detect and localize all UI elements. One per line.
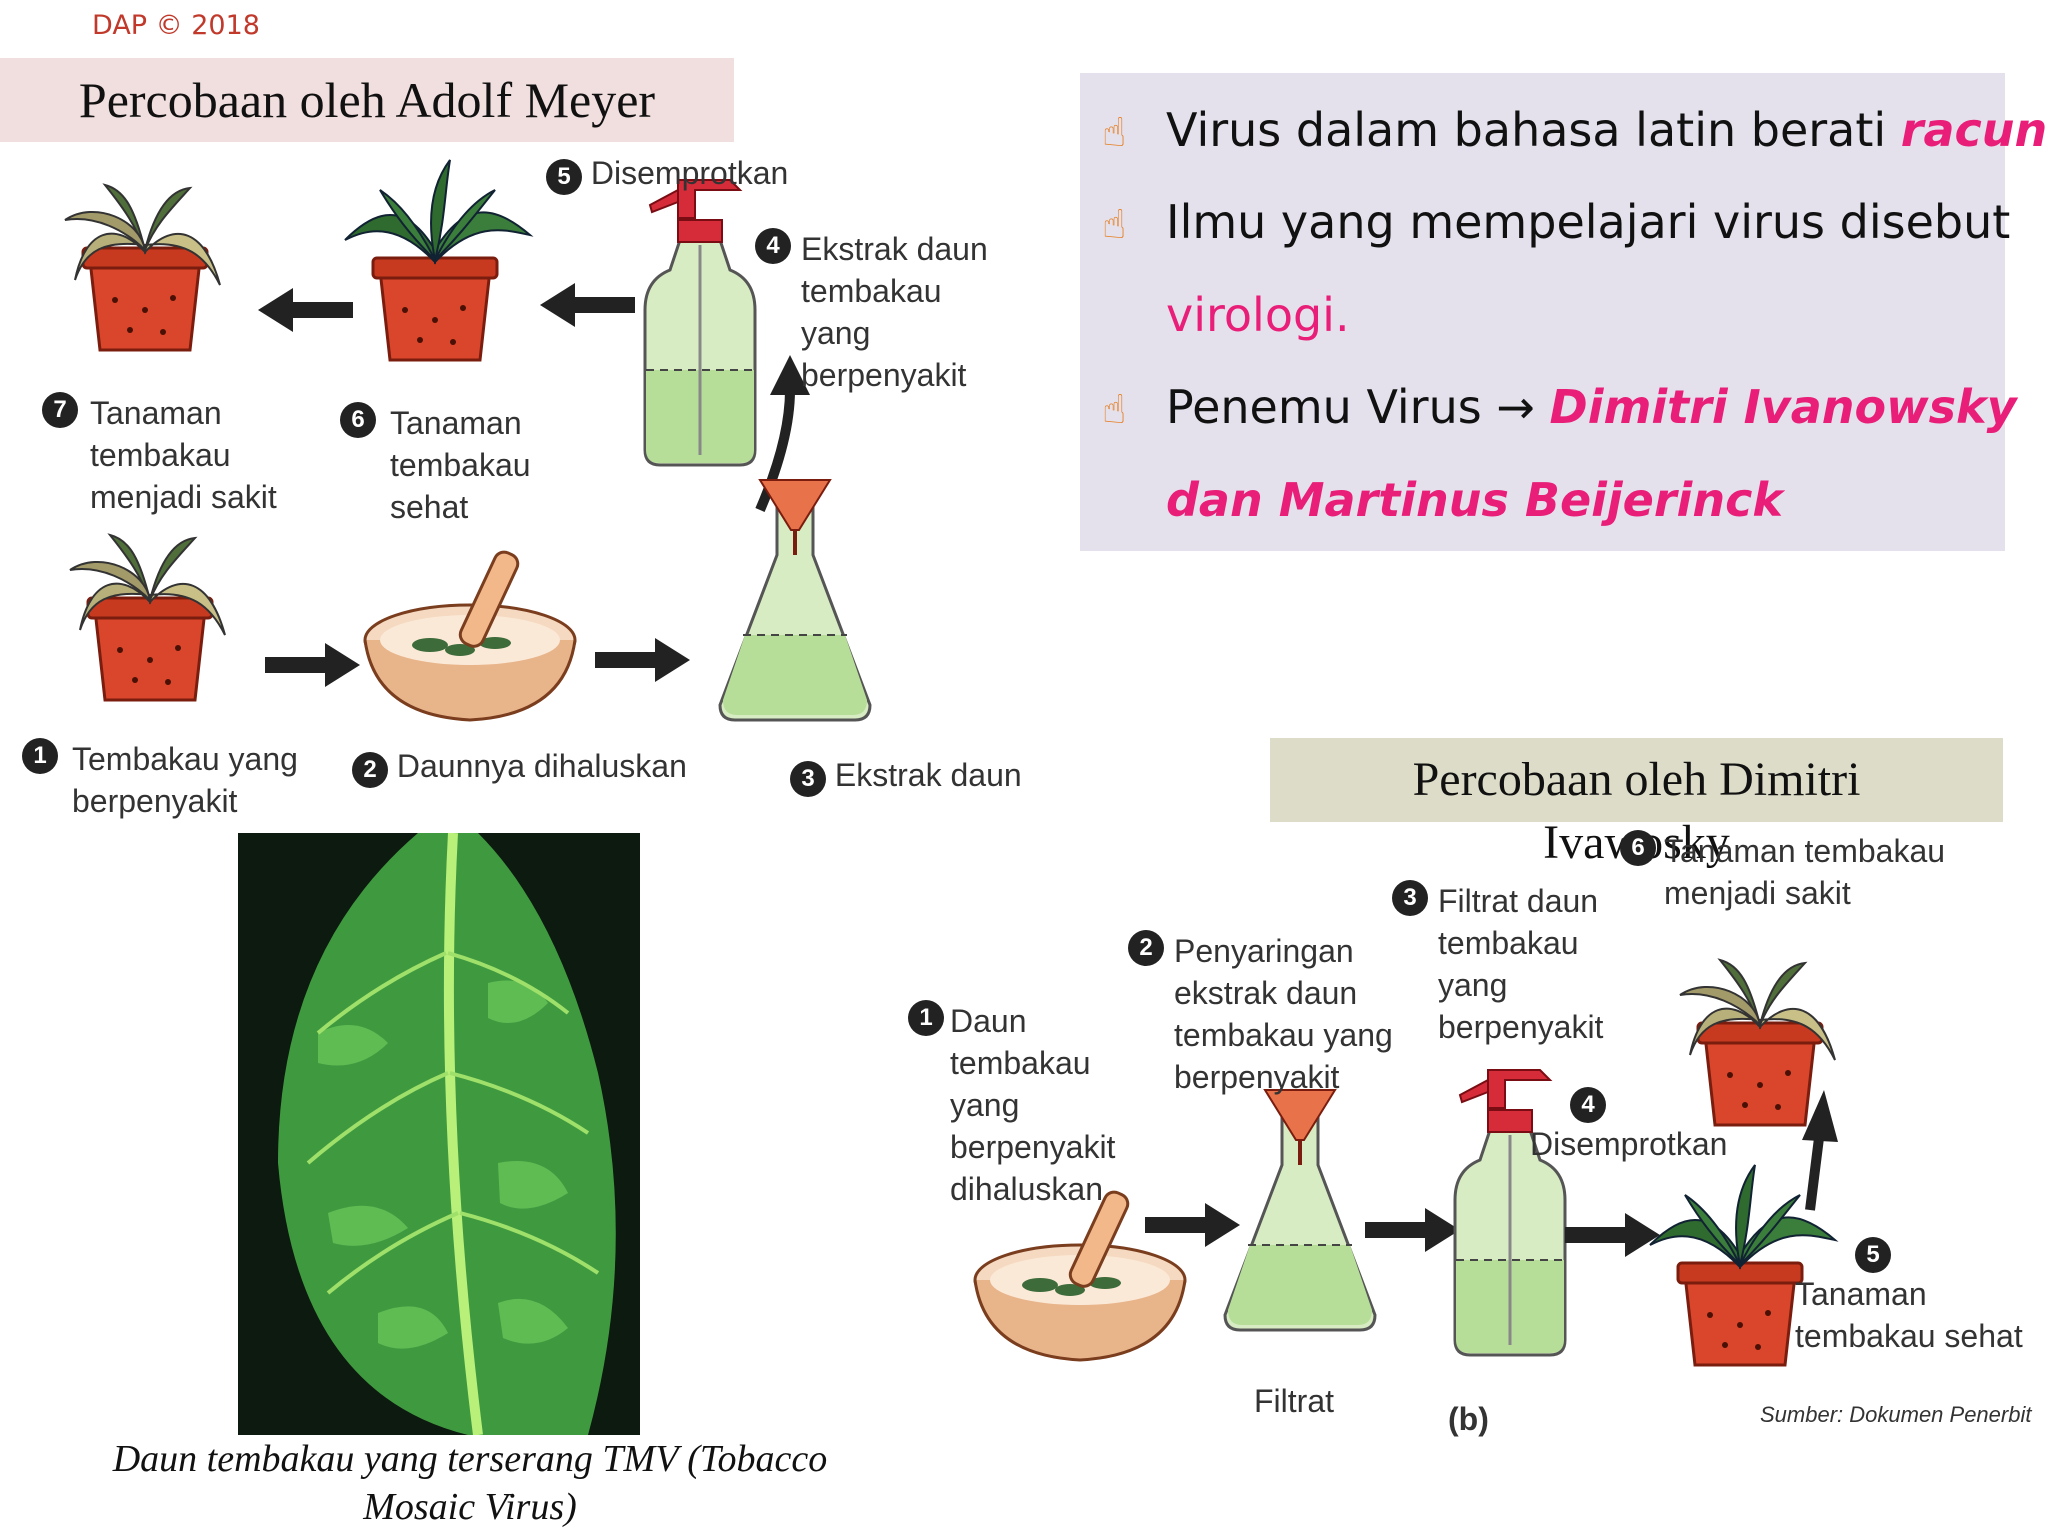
sick-plant-1 <box>68 533 227 702</box>
dimitri-step-1: 1 Daun tembakau yang berpenyakit dihalus… <box>908 1000 1118 1210</box>
arrow-right-2 <box>595 638 690 682</box>
dimitri-experiment-title: Percobaan oleh Dimitri <box>1270 738 2003 822</box>
arrow-up-d <box>1805 1129 1825 1211</box>
filtrat-label: Filtrat <box>1254 1383 1334 1419</box>
figure-letter: (b) <box>1448 1401 1489 1437</box>
meyer-step-7: 7 Tanaman tembakau menjadi sakit <box>42 392 322 518</box>
curved-arrow-up <box>755 389 795 512</box>
dimitri-step-2: 2 Penyaringan ekstrak daun tembakau yang… <box>1128 930 1428 1098</box>
meyer-step-1: 1 Tembakau yang berpenyakit <box>22 738 342 822</box>
meyer-step-6: 6 Tanaman tembakau sehat <box>340 402 580 528</box>
dimitri-step-3: 3 Filtrat daun tembakau yang berpenyakit <box>1392 880 1642 1048</box>
meyer-step-3: 3 Ekstrak daun <box>790 754 1090 797</box>
sick-plant-7 <box>63 183 222 352</box>
mortar-2 <box>363 547 577 722</box>
leaf-caption: Daun tembakau yang terserang TMV (Tobacc… <box>112 1438 828 1528</box>
dimitri-diagram <box>973 958 1838 1367</box>
flask-3 <box>718 478 872 722</box>
info-line-2b: virologi. <box>1166 288 1350 342</box>
flask-filtrat <box>1223 1088 1377 1332</box>
tmv-leaf-photo <box>238 833 640 1435</box>
meyer-step-2: 2 Daunnya dihaluskan <box>352 745 772 788</box>
arrow-right-icon: → <box>1496 380 1535 434</box>
dimitri-step-5: 5 Tanaman tembakau sehat <box>1795 1230 2045 1357</box>
info-line-4: dan Martinus Beijerinck <box>1166 473 1783 527</box>
info-line-3: ☝Penemu Virus → Dimitri Ivanowsky <box>1102 380 2017 434</box>
arrow-left-2 <box>540 283 635 327</box>
arrow-right-b <box>1365 1208 1460 1252</box>
dimitri-step-6: 6 Tanaman tembakau menjadi sakit <box>1620 830 2000 914</box>
spray-bottle-4 <box>643 178 757 467</box>
meyer-diagram <box>63 158 872 722</box>
arrow-right-c <box>1565 1213 1660 1257</box>
dimitri-step-4: 4 Disemprotkan <box>1530 1080 1750 1165</box>
arrow-left-1 <box>258 288 353 332</box>
info-line-1: ☝Virus dalam bahasa latin berati racun. <box>1102 103 2048 157</box>
source-note: Sumber: Dokumen Penerbit <box>1760 1402 2032 1427</box>
mortar-1 <box>973 1187 1187 1362</box>
arrow-right-a <box>1145 1203 1240 1247</box>
copyright-text: DAP © 2018 <box>92 10 260 41</box>
arrow-right-1 <box>265 643 360 687</box>
info-line-2: ☝Ilmu yang mempelajari virus disebut <box>1102 195 2011 249</box>
hand-pointer-icon: ☝ <box>1102 202 1127 248</box>
meyer-step-4: 4 Ekstrak daun tembakau yang berpenyakit <box>755 228 1005 396</box>
healthy-plant-6 <box>343 158 532 362</box>
hand-pointer-icon: ☝ <box>1102 387 1127 433</box>
virus-info-box: ☝Virus dalam bahasa latin berati racun. … <box>1080 73 2048 551</box>
meyer-experiment-title: Percobaan oleh Adolf Meyer <box>0 58 734 142</box>
hand-pointer-icon: ☝ <box>1102 110 1127 156</box>
meyer-step-5: 5 Disemprotkan <box>546 152 846 195</box>
